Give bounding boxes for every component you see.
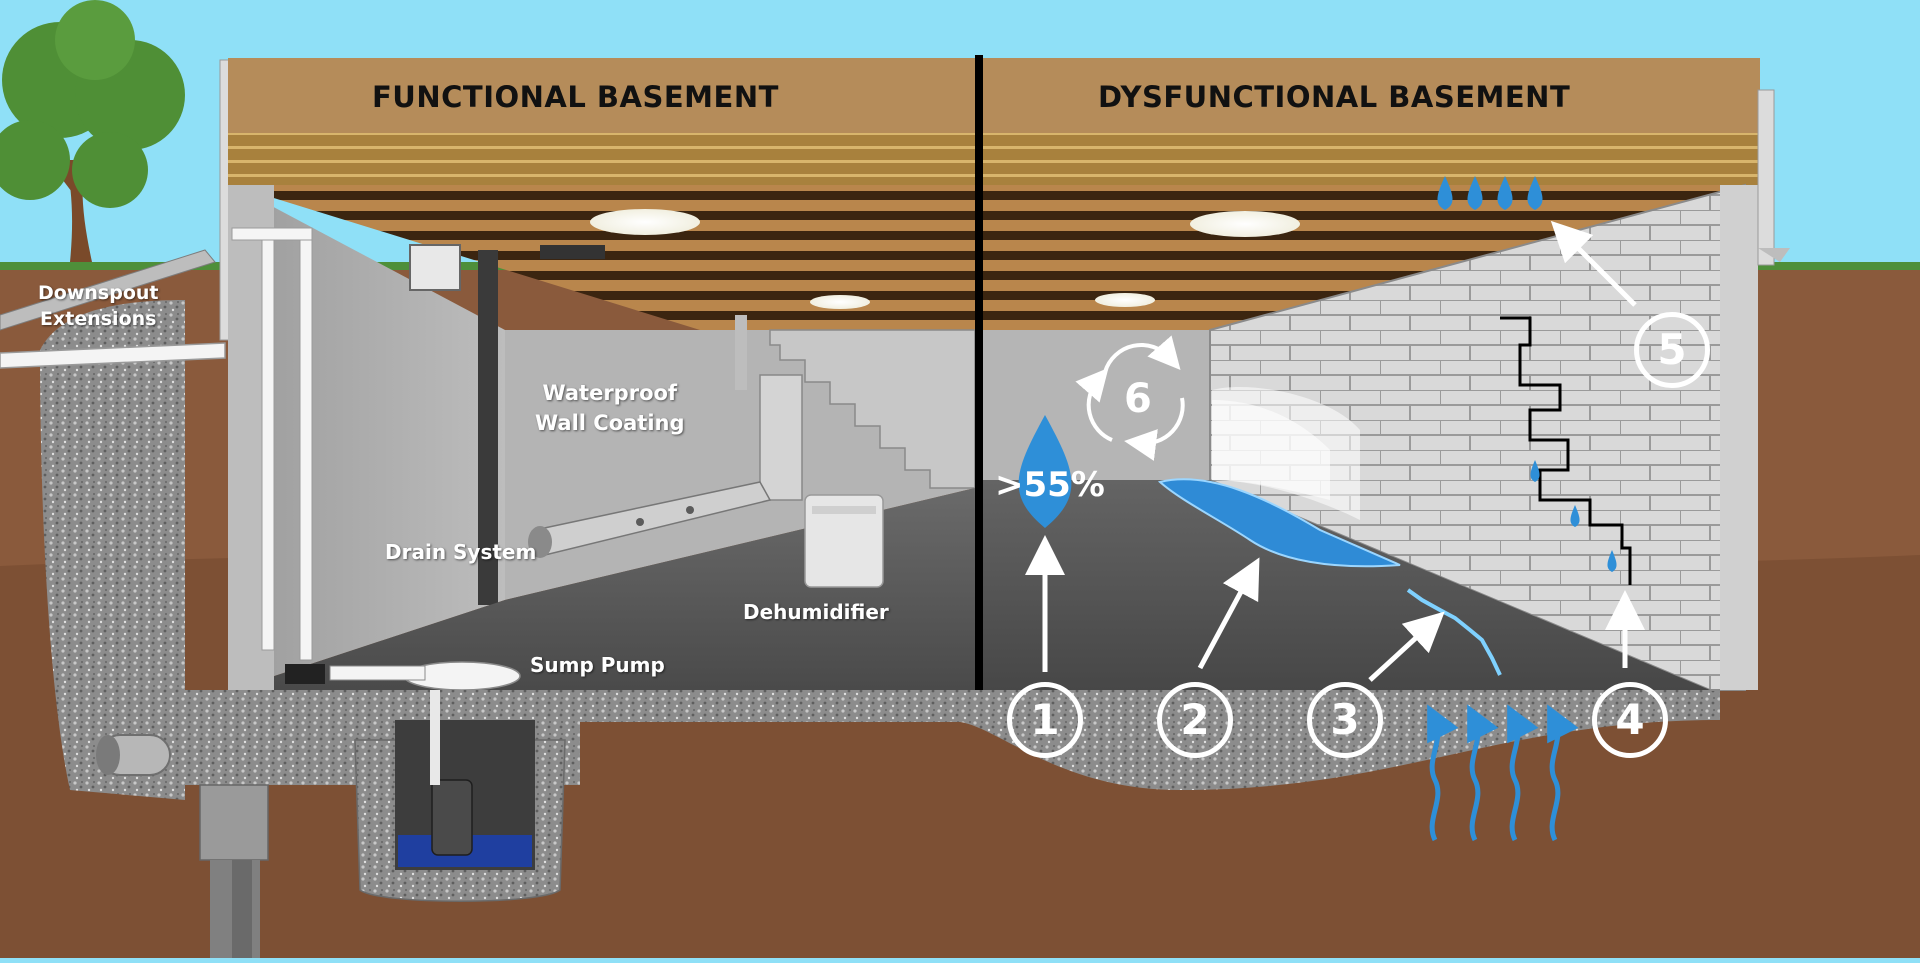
humidity-percentage-label: >55%: [995, 465, 1105, 505]
hydrostatic-pressure-arrows: [1427, 704, 1579, 842]
marker-6: 6: [1124, 376, 1152, 422]
rim-joist: [228, 133, 1760, 185]
functional-basement-title: FUNCTIONAL BASEMENT: [372, 80, 779, 114]
sump-pit: [354, 690, 566, 902]
downspout-label-line2: Extensions: [40, 308, 157, 330]
coating-label-line1: Waterproof: [542, 381, 678, 405]
exterior-drain-pipe: [96, 734, 171, 776]
marker-1: 1: [1007, 682, 1083, 758]
dysfunctional-basement-title: DYSFUNCTIONAL BASEMENT: [1098, 80, 1571, 114]
dehumidifier-label: Dehumidifier: [743, 600, 889, 624]
tree: [0, 0, 185, 262]
marker-3: 3: [1307, 682, 1383, 758]
gravel-backfill: [40, 300, 185, 800]
marker-5: 5: [1634, 312, 1710, 388]
downspout-label-line1: Downspout: [38, 282, 159, 304]
dysfunctional-basement: [983, 176, 1758, 691]
callout-arrows: [1025, 220, 1645, 682]
marker-4: 4: [1592, 682, 1668, 758]
drain-system-label: Drain System: [385, 540, 537, 564]
right-downspout: [1757, 89, 1790, 266]
footing: [199, 784, 269, 958]
waterproof-wall-coating-label: Waterproof Wall Coating: [535, 378, 685, 438]
coating-label-line2: Wall Coating: [535, 411, 685, 435]
downspout-extensions-label: Downspout Extensions: [38, 280, 158, 332]
header-beam: [228, 58, 1760, 133]
sump-pump-label: Sump Pump: [530, 653, 665, 677]
functional-basement: [228, 185, 976, 691]
marker-2: 2: [1157, 682, 1233, 758]
center-divider: [975, 55, 983, 690]
